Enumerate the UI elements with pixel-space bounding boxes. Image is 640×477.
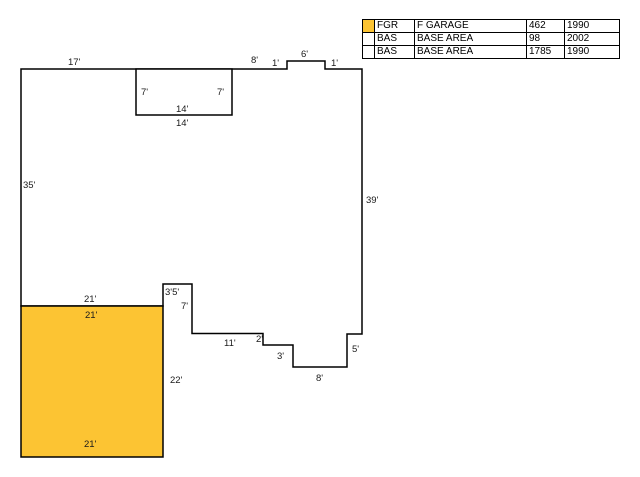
dimension-label-right-39: 39' <box>366 195 379 206</box>
legend-swatch <box>362 32 375 46</box>
dimension-label-bottom-2: 2' <box>256 334 263 345</box>
dimension-label-bottom-8: 8' <box>316 373 323 384</box>
dimension-label-garage-top-21: 21' <box>85 310 98 321</box>
dimension-label-top-1-right: 1' <box>331 58 338 69</box>
legend-area: 98 <box>526 32 565 46</box>
dimension-label-step-3-5: 3'5' <box>165 287 179 298</box>
legend-year: 2002 <box>564 32 620 46</box>
dimension-label-notch-7-left: 7' <box>141 87 148 98</box>
dimension-label-top-6: 6' <box>301 49 308 60</box>
legend-code: FGR <box>374 19 415 33</box>
base-area-1785-outline <box>20 60 363 368</box>
dimension-label-bottom-5: 5' <box>352 344 359 355</box>
dimension-label-garage-right-22: 22' <box>170 375 183 386</box>
legend-code: BAS <box>374 45 415 59</box>
dimension-label-notch-7-right: 7' <box>217 87 224 98</box>
base-area-98-box <box>135 68 233 116</box>
dimension-label-bottom-11: 11' <box>224 338 236 349</box>
legend-description: BASE AREA <box>414 45 527 59</box>
dimension-label-notch-14-inner: 14' <box>176 104 189 115</box>
legend-area: 462 <box>526 19 565 33</box>
dimension-label-garage-bottom-21: 21' <box>84 439 97 450</box>
dimension-label-top-1-left: 1' <box>272 58 279 69</box>
legend-swatch <box>362 45 375 59</box>
legend-year: 1990 <box>564 19 620 33</box>
dimension-label-top-17: 17' <box>68 57 81 68</box>
dimension-label-bottom-3: 3' <box>277 351 284 362</box>
dimension-label-left-35: 35' <box>23 180 36 191</box>
legend-row-fgr: FGR F GARAGE 462 1990 <box>362 19 620 33</box>
dimension-label-notch-14-outer: 14' <box>176 118 189 129</box>
dimension-label-step-7: 7' <box>181 301 188 312</box>
legend-description: F GARAGE <box>414 19 527 33</box>
legend-code: BAS <box>374 32 415 46</box>
garage-area-fgr <box>20 305 164 458</box>
legend-description: BASE AREA <box>414 32 527 46</box>
legend-table: FGR F GARAGE 462 1990 BAS BASE AREA 98 2… <box>362 19 620 59</box>
legend-row-bas-1785: BAS BASE AREA 1785 1990 <box>362 45 620 59</box>
dimension-label-base-bottom-21: 21' <box>84 294 97 305</box>
dimension-label-top-8: 8' <box>251 55 258 66</box>
legend-year: 1990 <box>564 45 620 59</box>
legend-swatch <box>362 19 375 33</box>
legend-row-bas-98: BAS BASE AREA 98 2002 <box>362 32 620 46</box>
legend-area: 1785 <box>526 45 565 59</box>
